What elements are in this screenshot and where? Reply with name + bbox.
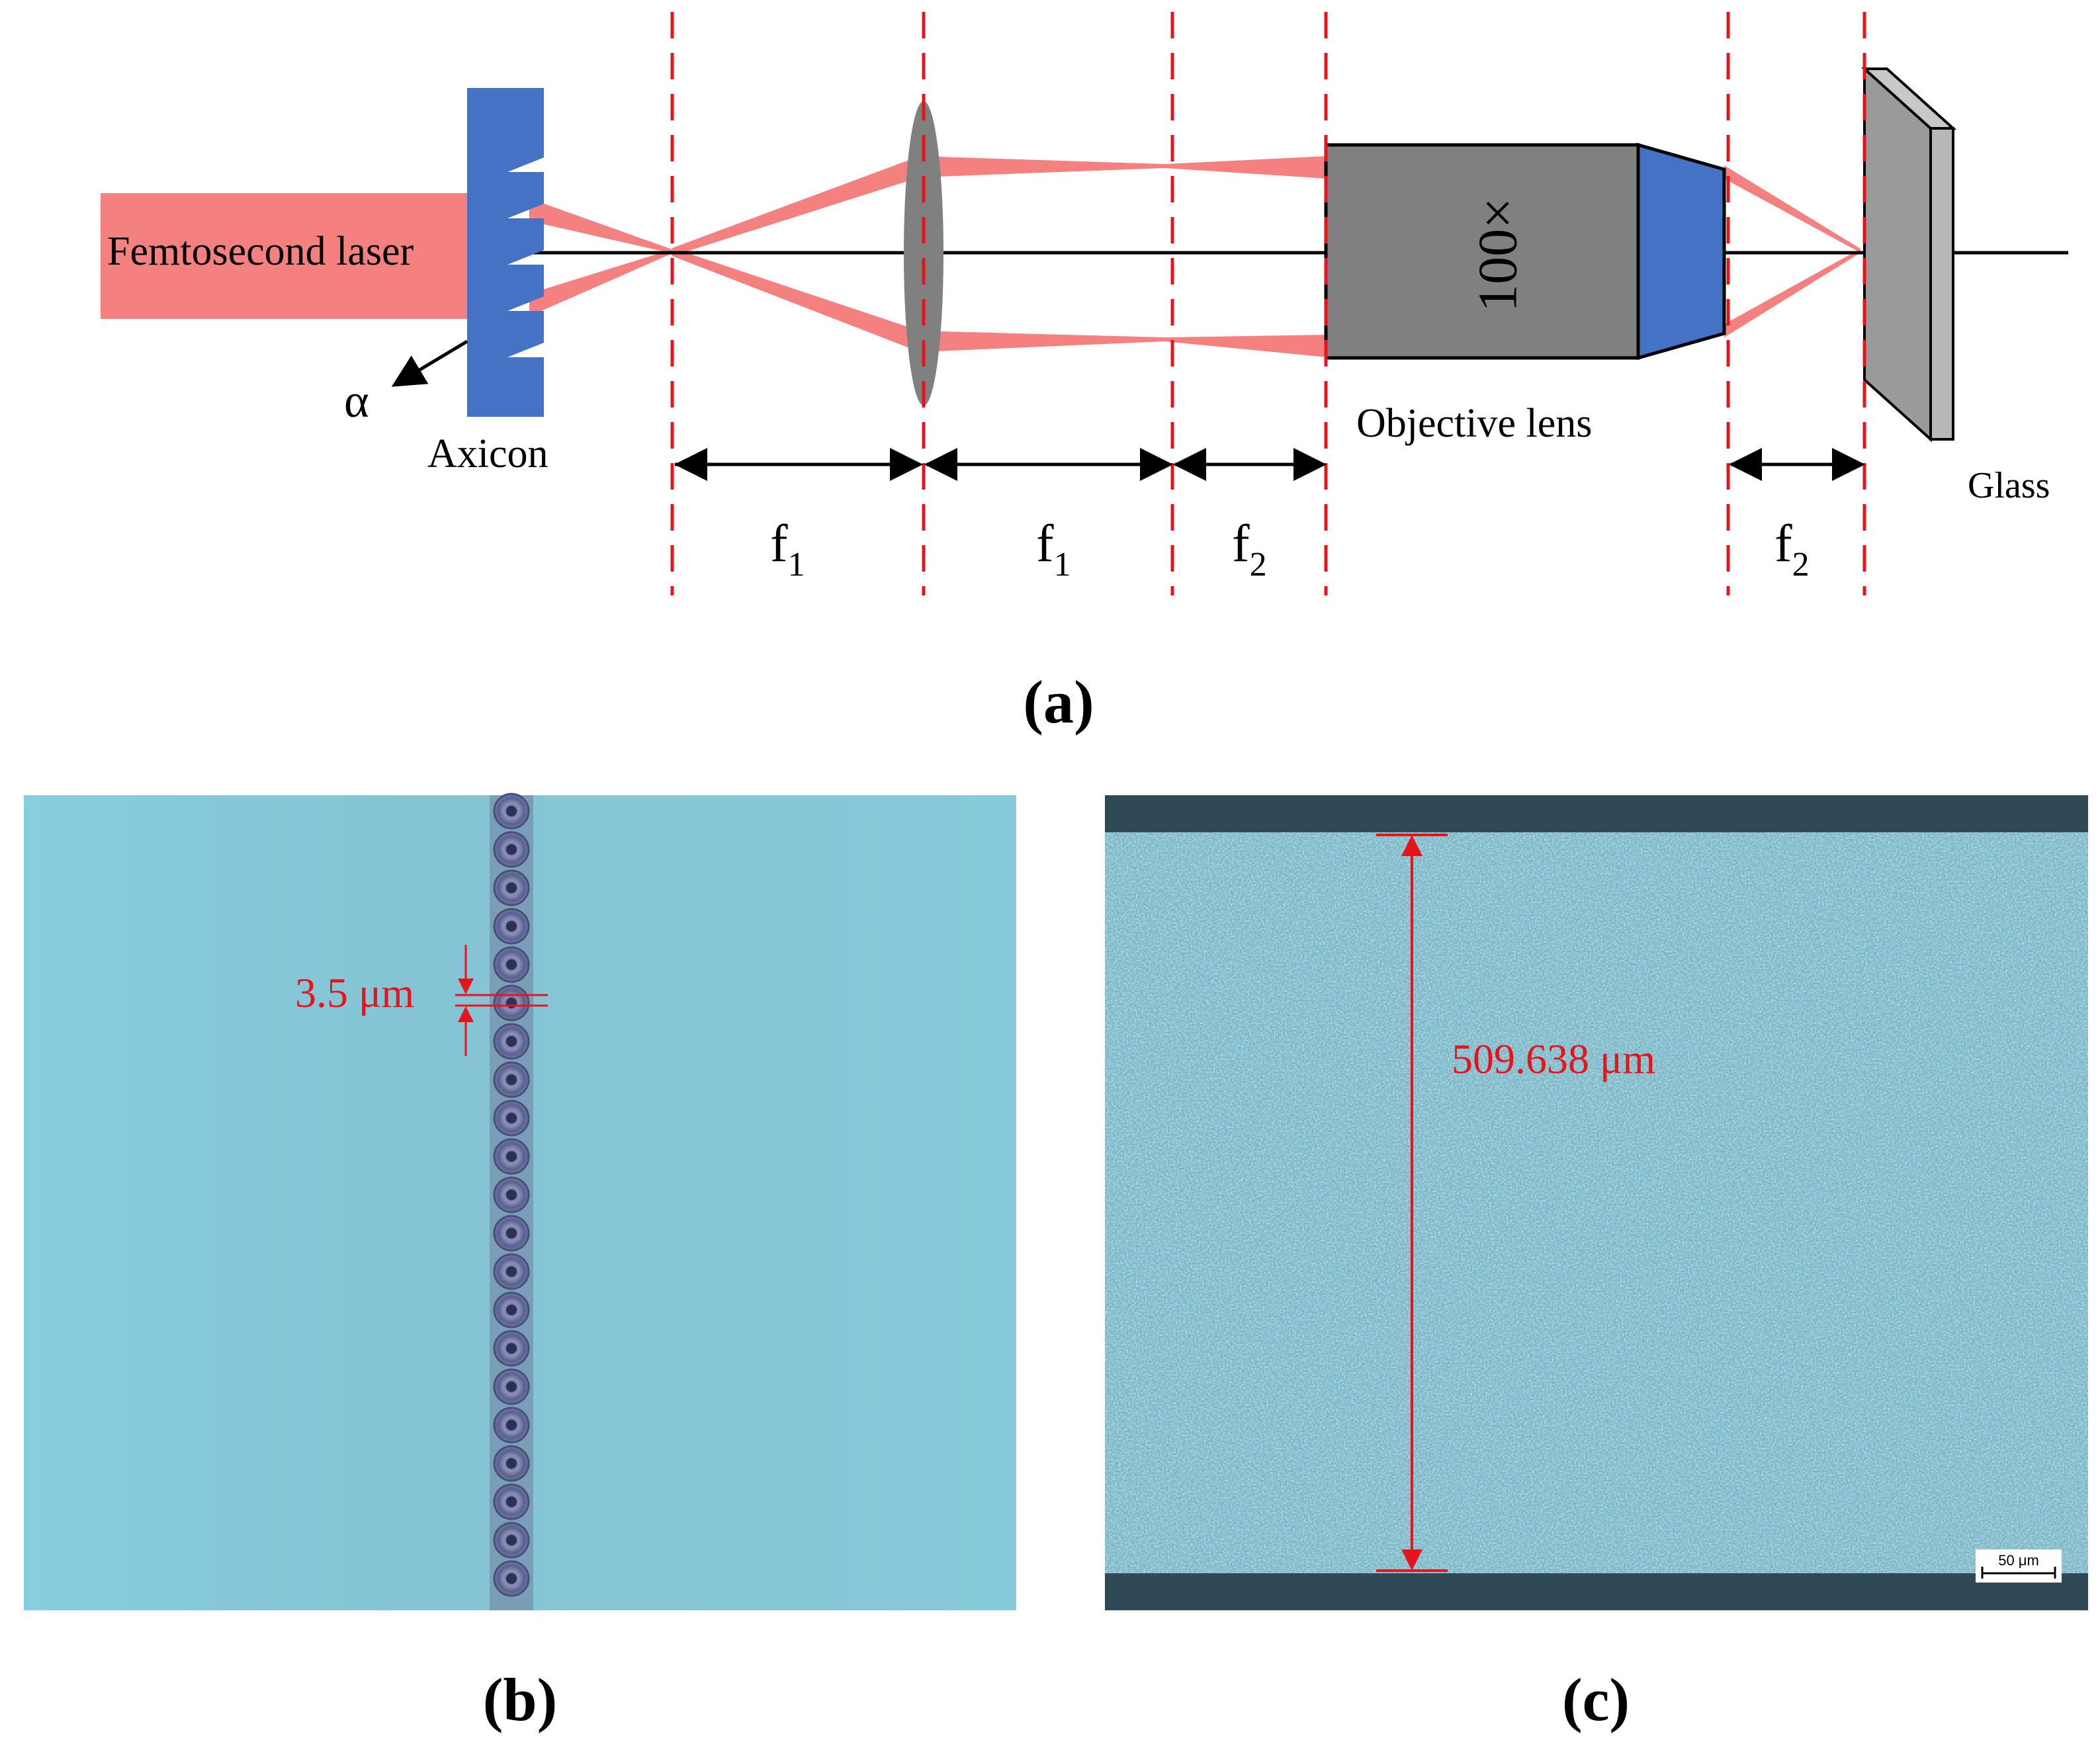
drilled-hole-center (506, 1458, 517, 1469)
caption-a: (a) (1023, 668, 1094, 736)
drilled-hole-center (506, 959, 517, 970)
scale-bar-label: 50 μm (1998, 1552, 2039, 1569)
f2-sub: 2 (1250, 546, 1267, 584)
scale-bar: 50 μm (1976, 1549, 2062, 1583)
objective-nose (1636, 142, 1726, 361)
spacing-annotation (455, 945, 548, 1056)
channel-highlights (1105, 832, 2088, 1573)
alpha-arrow (391, 339, 468, 387)
panel-b: 3.5 μm (b) (24, 793, 1016, 1733)
spacing-label: 3.5 μm (295, 969, 414, 1016)
drilled-hole-center (506, 1113, 517, 1123)
drilled-hole-center (506, 1266, 517, 1277)
hole-chain (493, 793, 530, 1597)
panel-c: 509.638 μm 50 μm (c) (1105, 795, 2088, 1733)
focusing-lens (904, 101, 943, 406)
objective-magnification: 100× (1467, 197, 1528, 312)
svg-text:f1: f1 (1036, 515, 1071, 584)
drilled-hole-center (506, 1497, 517, 1507)
f1-base: f (770, 515, 788, 573)
drilled-hole-center (506, 1343, 517, 1354)
focal-planes (670, 12, 1866, 595)
glass-plate (1860, 65, 1957, 443)
drilled-hole-center (506, 1151, 517, 1162)
glass-label: Glass (1968, 465, 2050, 506)
f1-sub: 1 (788, 546, 805, 584)
f1-label-1: f1 (770, 515, 805, 584)
f2-label-2: f2 (1774, 515, 1810, 584)
drilled-hole-center (506, 806, 517, 816)
drilled-hole-center (506, 1074, 517, 1085)
f2-sub: 2 (1792, 546, 1810, 584)
caption-c: (c) (1562, 1666, 1630, 1733)
drilled-hole-center (506, 1420, 517, 1430)
beam-paths (529, 156, 1860, 357)
drilled-hole-center (506, 1305, 517, 1315)
drilled-hole-center (506, 921, 517, 932)
f1-sub: 1 (1054, 546, 1071, 584)
drilled-hole-center (506, 1036, 517, 1047)
laser-beam-source (101, 193, 471, 319)
drilled-hole-center (506, 998, 517, 1008)
f2-label-1: f2 (1232, 515, 1267, 584)
objective-body (1324, 143, 1640, 360)
drilled-hole-center (506, 1381, 517, 1392)
alpha-label: α (344, 374, 369, 427)
laser-label: Femtosecond laser (107, 229, 414, 274)
svg-text:f2: f2 (1774, 515, 1810, 584)
width-label: 509.638 μm (1452, 1035, 1655, 1082)
caption-b: (b) (483, 1666, 557, 1733)
drilled-hole-center (506, 1228, 517, 1238)
objective-label: Objective lens (1356, 401, 1592, 446)
axicon-element (467, 88, 544, 417)
drilled-hole-center (506, 883, 517, 893)
drilled-hole-center (506, 844, 517, 855)
f1-label-2: f1 (1036, 515, 1071, 584)
panel-a: 100× Femtose (101, 12, 2068, 736)
drilled-hole-center (506, 1573, 517, 1584)
svg-text:f1: f1 (770, 515, 805, 584)
drilled-hole-center (506, 1535, 517, 1545)
axicon-label: Axicon (427, 431, 548, 476)
f2-base: f (1774, 515, 1792, 573)
f1-base: f (1036, 515, 1054, 573)
drilled-hole-center (506, 1190, 517, 1200)
width-annotation (1376, 834, 1448, 1572)
f2-base: f (1232, 515, 1250, 573)
svg-text:f2: f2 (1232, 515, 1267, 584)
